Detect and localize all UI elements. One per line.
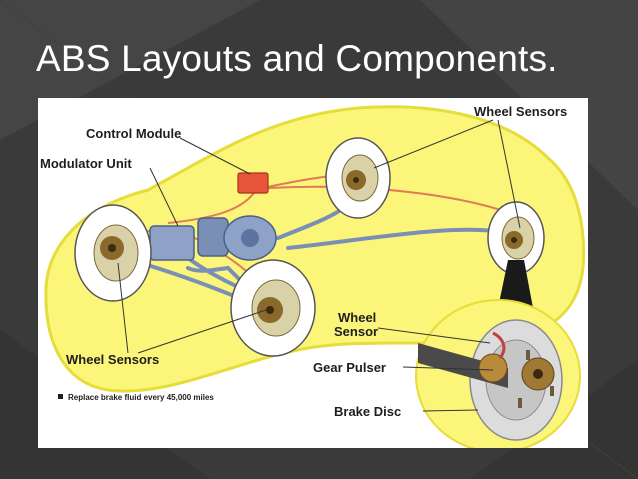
wheel-front-left: [74, 204, 152, 302]
slide-title: ABS Layouts and Components.: [36, 38, 558, 79]
wheel-front-right: [230, 259, 316, 357]
wheel-rear-right: [487, 201, 545, 275]
leader-lines: [117, 119, 521, 412]
abs-diagram-svg: Control Module Modulator Unit Wheel Sens…: [40, 104, 586, 448]
label-gear-pulser: Gear Pulser: [313, 360, 386, 375]
label-wheel-sensor-line2: Sensor: [334, 324, 378, 339]
maintenance-note: Replace brake fluid every 45,000 miles: [68, 393, 214, 402]
note-bullet: [58, 394, 63, 399]
abs-diagram: Control Module Modulator Unit Wheel Sens…: [38, 98, 588, 448]
label-wheel-sensors-bottom: Wheel Sensors: [66, 352, 159, 367]
label-control-module: Control Module: [86, 126, 181, 141]
modulator-unit: [149, 215, 277, 261]
label-wheel-sensors-top: Wheel Sensors: [474, 104, 567, 119]
zoom-connector: [498, 260, 533, 308]
brake-detail-inset: [415, 299, 581, 448]
control-module-box: [237, 172, 269, 194]
wheel-rear-left: [325, 137, 391, 219]
label-modulator-unit: Modulator Unit: [40, 156, 132, 171]
label-wheel-sensor-line1: Wheel: [338, 310, 376, 325]
label-brake-disc: Brake Disc: [334, 404, 401, 419]
